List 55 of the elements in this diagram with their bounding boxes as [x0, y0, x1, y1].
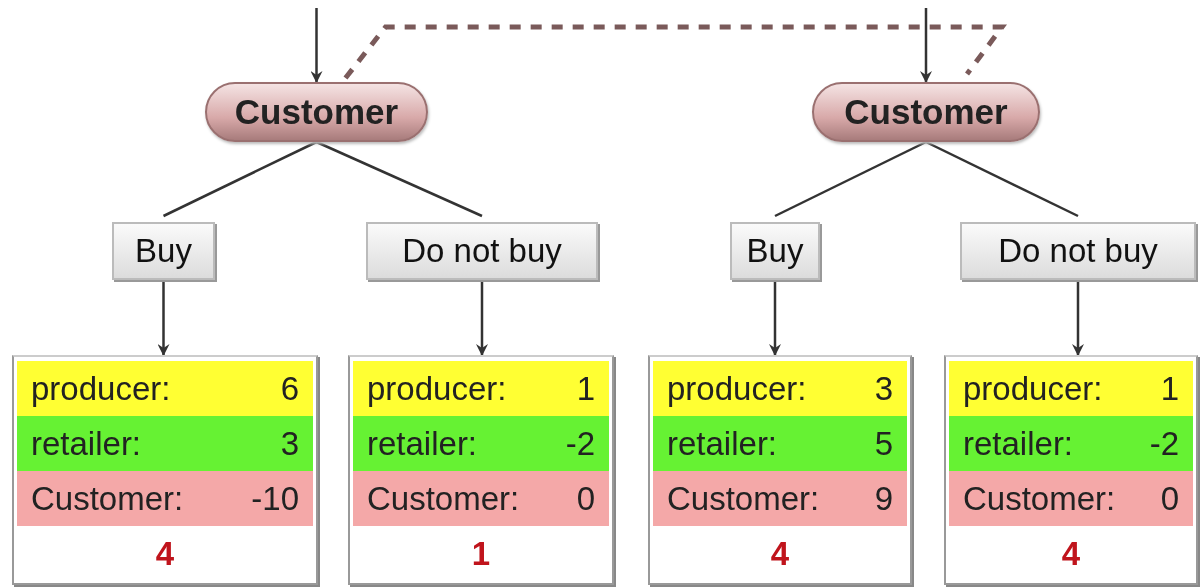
arrow — [920, 8, 932, 83]
action-label: Do not buy — [402, 232, 562, 270]
payoff-value: -10 — [251, 479, 299, 518]
player-label: retailer: — [367, 424, 478, 463]
payoff-box — [944, 355, 1198, 585]
action-box — [730, 222, 820, 280]
player-label: producer: — [31, 369, 171, 408]
information-set-line — [343, 24, 1007, 80]
action-label: Do not buy — [998, 232, 1158, 270]
branch-line — [162, 140, 318, 218]
chance-node — [205, 82, 428, 142]
player-name: Customer — [234, 92, 399, 132]
player-label: Customer: — [667, 479, 820, 518]
payoff-value: 3 — [280, 424, 299, 463]
action-box — [960, 222, 1196, 280]
arrow — [769, 280, 781, 356]
arrow — [476, 280, 488, 356]
arrow — [1072, 280, 1084, 356]
player-label: producer: — [963, 369, 1103, 408]
chance-node — [812, 82, 1040, 142]
player-label: Customer: — [31, 479, 184, 518]
branch-line — [316, 140, 483, 218]
action-label: Buy — [135, 232, 192, 270]
action-label: Buy — [746, 232, 804, 270]
outcome-number: 4 — [155, 534, 175, 573]
action-box — [112, 222, 215, 280]
player-label: producer: — [367, 369, 507, 408]
outcome-number: 1 — [471, 534, 491, 573]
player-label: Customer: — [367, 479, 520, 518]
payoff-value: 5 — [874, 424, 893, 463]
payoff-value: -2 — [565, 424, 595, 463]
player-label: Customer: — [963, 479, 1116, 518]
arrow — [157, 280, 170, 356]
payoff-value: 1 — [1160, 369, 1179, 408]
outcome-number: 4 — [770, 534, 790, 573]
payoff-value: -2 — [1149, 424, 1179, 463]
payoff-box — [12, 355, 318, 585]
player-label: producer: — [667, 369, 807, 408]
arrow — [310, 8, 323, 83]
action-box — [366, 222, 598, 280]
player-label: retailer: — [31, 424, 142, 463]
payoff-box — [348, 355, 614, 585]
outcome-number: 4 — [1061, 534, 1081, 573]
player-name: Customer — [844, 92, 1008, 132]
payoff-value: 6 — [280, 369, 299, 408]
player-label: retailer: — [667, 424, 778, 463]
payoff-value: 3 — [874, 369, 893, 408]
payoff-box — [648, 355, 912, 585]
branch-line — [925, 140, 1079, 218]
payoff-value: 9 — [874, 479, 893, 518]
player-label: retailer: — [963, 424, 1074, 463]
branch-line — [774, 140, 927, 218]
payoff-value: 1 — [576, 369, 595, 408]
payoff-value: 0 — [576, 479, 595, 518]
payoff-value: 0 — [1160, 479, 1179, 518]
